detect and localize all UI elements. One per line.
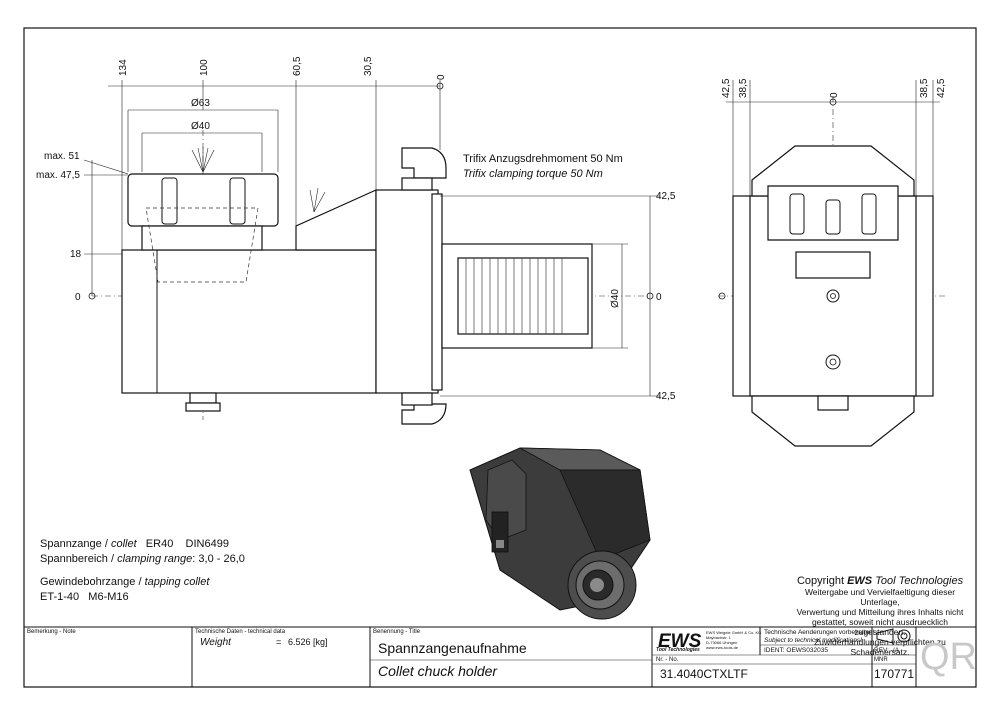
holder-body xyxy=(121,249,377,394)
front-dim-38-5-left: 38,5 xyxy=(738,78,749,98)
trifix-clamp-bottom xyxy=(401,403,447,425)
flange-plate xyxy=(431,193,443,391)
mnr-label: MNR xyxy=(874,657,888,663)
qr-placeholder: QR xyxy=(920,636,977,678)
weight-value: 6.526 [kg] xyxy=(288,637,328,647)
dim-0-right: 0 xyxy=(656,292,662,303)
note-label: Bemerkung - Note xyxy=(27,629,76,635)
weight-eq: = xyxy=(276,637,282,647)
revision: REV: -/A xyxy=(874,647,900,654)
right-dimensions xyxy=(440,195,660,397)
copyright-line-1: Weitergabe und Vervielfaeltigung dieser … xyxy=(804,587,956,607)
adjust-screw xyxy=(189,392,217,404)
front-view: 42,5 38,5 0 38,5 42,5 xyxy=(718,78,948,447)
collet-neck xyxy=(141,225,263,251)
front-bore-upper xyxy=(826,289,840,303)
coolant-rays xyxy=(191,147,326,213)
dim-134: 134 xyxy=(118,59,129,76)
dim-42-5-top: 42,5 xyxy=(656,191,676,202)
range-line: Spannbereich / clamping range: 3,0 - 26,… xyxy=(40,553,245,565)
trifix-clamp-top xyxy=(401,147,447,179)
tap-values: ET-1-40 M6-M16 xyxy=(40,591,129,603)
front-collet-nut xyxy=(767,185,899,241)
torque-de: Trifix Anzugsdrehmoment 50 Nm xyxy=(463,153,623,165)
front-dim-0: 0 xyxy=(829,92,840,98)
dim-30-5: 30,5 xyxy=(363,56,374,76)
side-view: 134 100 60,5 30,5 0 Ø63 Ø40 max. 51 max.… xyxy=(36,56,676,425)
dim-max51: max. 51 xyxy=(44,151,80,162)
dim-100: 100 xyxy=(199,59,210,76)
drawing-frame xyxy=(23,27,977,688)
projection-symbol-icon xyxy=(876,628,911,644)
dim-0-left: 0 xyxy=(75,292,81,303)
dim-dia40: Ø40 xyxy=(191,121,210,132)
ident-code: IDENT: OEWS032035 xyxy=(764,647,828,654)
change-notice-en: Subject to technical modifications! xyxy=(764,637,862,644)
front-dim-38-5-right: 38,5 xyxy=(919,78,930,98)
weight-label: Weight xyxy=(200,637,231,648)
serration-lines xyxy=(465,258,563,334)
copyright-block: Copyright EWS Tool Technologies Weiterga… xyxy=(790,575,970,657)
collet-nut xyxy=(127,173,279,227)
copyright-title: Copyright EWS Tool Technologies xyxy=(796,575,964,587)
flange-block xyxy=(375,189,439,394)
dim-60-5: 60,5 xyxy=(292,56,303,76)
company-address: EWS Weigele GmbH & Co. KG Maybachstr. 1 … xyxy=(706,630,762,650)
front-clamp-top xyxy=(751,145,915,197)
top-dimensions xyxy=(108,80,444,250)
tech-label: Technische Daten - technical data xyxy=(195,629,286,635)
logo-sub: Tool Technologies xyxy=(656,647,700,653)
dim-shank-dia: Ø40 xyxy=(610,289,621,308)
dim-18: 18 xyxy=(70,249,82,260)
name-label: Benennung - Title xyxy=(373,629,421,635)
copyright-line-3: gestattet, soweit nicht ausdruecklich zu… xyxy=(811,617,949,637)
front-dim-42-5-left: 42,5 xyxy=(721,78,732,98)
front-bore-lower xyxy=(825,354,841,370)
title-de: Spannzangenaufnahme xyxy=(378,640,527,656)
svg-text:EWS: EWS xyxy=(658,631,702,652)
part-number: 31.4040CTXLTF xyxy=(660,667,748,681)
tap-line: Gewindebohrzange / tapping collet xyxy=(40,576,210,588)
dim-max47-5: max. 47,5 xyxy=(36,170,80,181)
left-dimensions xyxy=(83,159,129,300)
collet-notes: Spannzange / collet ER40 DIN6499 Spannbe… xyxy=(40,537,245,605)
title-block-frame xyxy=(24,626,976,687)
front-clamp-bottom xyxy=(751,395,915,447)
front-dim-42-5-right: 42,5 xyxy=(936,78,947,98)
dim-42-5-bottom: 42,5 xyxy=(656,391,676,402)
change-notice-de: Technische Aenderungen vorbehalten! xyxy=(764,629,875,636)
nr-label: Nr. - No. xyxy=(656,657,679,663)
front-slot xyxy=(795,251,871,279)
holder-wedge xyxy=(295,189,377,251)
dim-0-top: 0 xyxy=(436,74,447,80)
mnr-value: 170771 xyxy=(874,667,915,681)
dim-dia63: Ø63 xyxy=(191,98,210,109)
ews-logo: EWS xyxy=(656,630,702,652)
collet-line: Spannzange / collet ER40 DIN6499 xyxy=(40,538,229,550)
torque-en: Trifix clamping torque 50 Nm xyxy=(463,168,603,180)
title-en: Collet chuck holder xyxy=(378,663,498,679)
shank-serrations xyxy=(457,257,589,335)
copyright-line-4: Zuwiderhandlungen verpflichten zu Schade… xyxy=(814,637,946,657)
copyright-line-2: Verwertung und Mitteilung ihres Inhalts … xyxy=(796,607,964,617)
isometric-render xyxy=(469,447,651,620)
